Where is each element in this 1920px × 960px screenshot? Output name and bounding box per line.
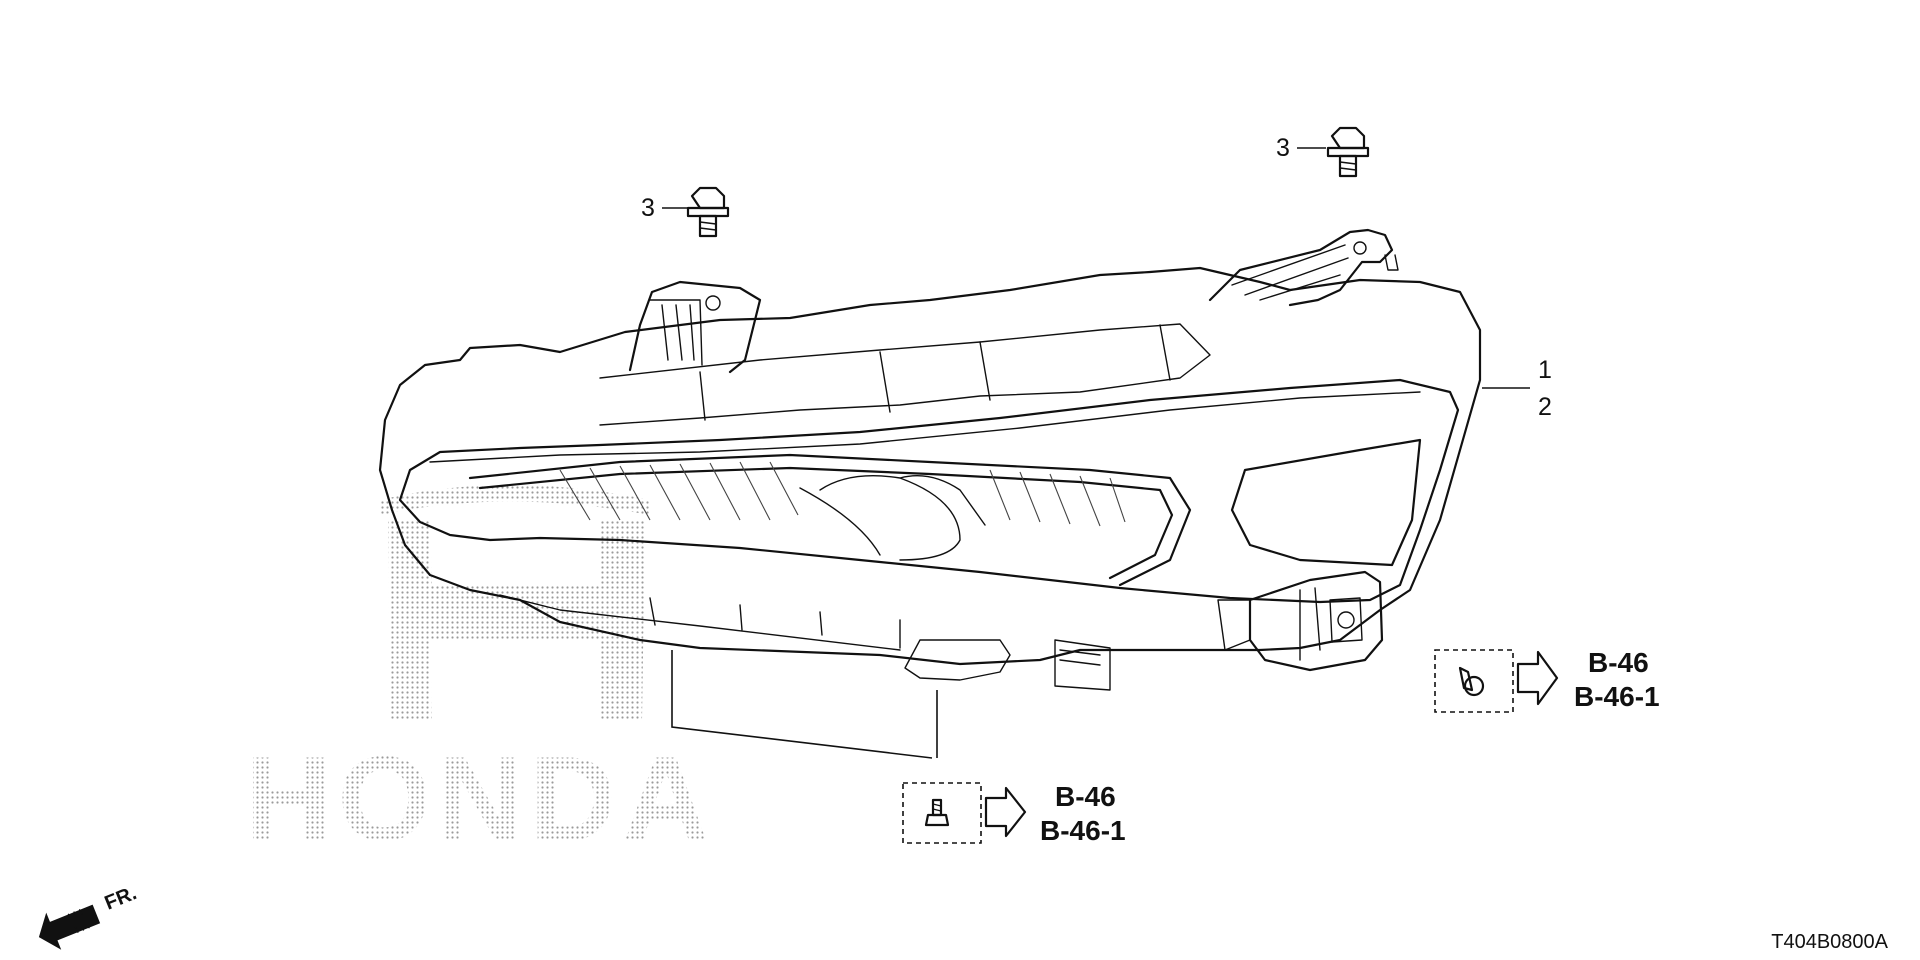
lower-housing-detail xyxy=(499,594,1011,681)
callout-1-2: 1 2 xyxy=(1482,356,1552,421)
bolt-left xyxy=(686,186,730,238)
fastener-reference-bottom: B-46 B-46-1 xyxy=(902,781,1126,846)
headlight-lens xyxy=(398,378,1460,604)
front-arrow-icon xyxy=(38,904,101,950)
connector-socket xyxy=(1248,570,1384,672)
diagram-code: T404B0800A xyxy=(1771,931,1888,953)
reference-arrow-icon-right xyxy=(1516,650,1559,706)
screw-icon-right xyxy=(1458,666,1485,697)
left-mounting-bracket xyxy=(628,280,762,374)
projector-housing xyxy=(799,475,986,561)
callout-part-2: 2 xyxy=(1538,393,1552,421)
svg-text:B-46: B-46 xyxy=(1055,781,1116,812)
honda-logo-watermark: HONDA xyxy=(245,485,715,866)
callout-3-left: 3 xyxy=(641,194,690,222)
front-direction-indicator: FR. xyxy=(38,882,140,950)
svg-text:B-46: B-46 xyxy=(1588,647,1649,678)
honda-wordmark: HONDA xyxy=(245,732,715,866)
reference-arrow-icon-bottom xyxy=(984,786,1027,838)
bolt-right xyxy=(1326,126,1370,178)
right-mounting-bracket xyxy=(1208,228,1394,307)
svg-text:FR.: FR. xyxy=(102,882,140,914)
screw-icon-bottom xyxy=(924,798,950,827)
reflector-hatching xyxy=(559,461,1126,527)
svg-text:B-46-1: B-46-1 xyxy=(1040,815,1126,846)
svg-text:3: 3 xyxy=(1276,134,1290,162)
corner-lamp-facet xyxy=(1230,438,1422,567)
headlight-assembly xyxy=(378,228,1482,759)
callout-3-right: 3 xyxy=(1276,134,1326,162)
svg-text:B-46-1: B-46-1 xyxy=(1574,681,1660,712)
svg-text:3: 3 xyxy=(641,194,655,222)
honda-h-mark xyxy=(380,485,650,720)
callout-part-1: 1 xyxy=(1538,356,1552,384)
fastener-reference-right: B-46 B-46-1 xyxy=(1434,647,1660,713)
headlight-housing-outline xyxy=(378,266,1482,666)
drl-light-guide xyxy=(468,453,1192,587)
